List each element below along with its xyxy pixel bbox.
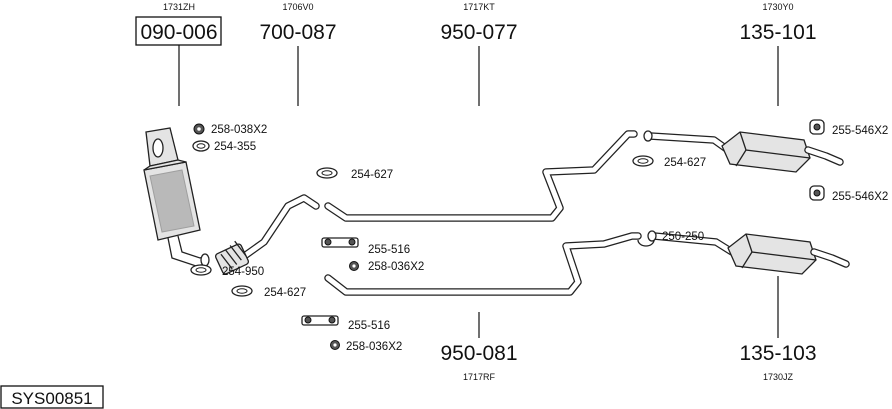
hanger-icon[interactable] <box>809 119 825 135</box>
part-number[interactable]: 135-101 <box>739 21 816 44</box>
highlight-box <box>135 16 222 46</box>
rear-silencer-lower[interactable] <box>647 230 850 275</box>
oe-code: 1730JZ <box>763 372 794 382</box>
clamp-icon[interactable] <box>190 264 212 276</box>
front-pipe[interactable] <box>214 194 320 275</box>
accessory-label[interactable]: 258-036X2 <box>368 261 424 273</box>
nut-icon[interactable] <box>193 123 205 135</box>
part-number[interactable]: 135-103 <box>739 342 816 365</box>
system-code: SYS00851 <box>11 389 92 408</box>
accessory-label[interactable]: 258-036X2 <box>346 341 402 353</box>
catalytic-converter[interactable] <box>143 127 210 267</box>
accessory-label[interactable]: 255-516 <box>348 320 390 332</box>
accessory-label[interactable]: 255-546X2 <box>832 191 888 203</box>
oe-code: 1730Y0 <box>762 2 793 12</box>
accessory-label[interactable]: 254-627 <box>664 157 706 169</box>
hanger-icon[interactable] <box>809 185 825 201</box>
ring-icon[interactable] <box>637 239 655 247</box>
part-number[interactable]: 950-081 <box>440 342 517 365</box>
accessory-label[interactable]: 255-516 <box>368 244 410 256</box>
oe-code: 1706V0 <box>282 2 313 12</box>
accessory-label[interactable]: 254-627 <box>351 169 393 181</box>
bracket-icon[interactable] <box>321 237 359 248</box>
oe-code: 1717RF <box>463 372 496 382</box>
nut-icon[interactable] <box>349 261 359 271</box>
oe-code: 1731ZH <box>163 2 195 12</box>
nut-icon[interactable] <box>330 340 340 350</box>
bracket-icon[interactable] <box>301 315 339 326</box>
part-number[interactable]: 090-006 <box>140 21 217 44</box>
middle-pipe-upper[interactable] <box>324 130 638 222</box>
accessory-label[interactable]: 254-355 <box>214 141 256 153</box>
accessory-label[interactable]: 250-250 <box>662 231 704 243</box>
clamp-icon[interactable] <box>316 167 338 179</box>
part-number[interactable]: 950-077 <box>440 21 517 44</box>
accessory-label[interactable]: 255-546X2 <box>832 125 888 137</box>
accessory-label[interactable]: 258-038X2 <box>211 124 267 136</box>
middle-pipe-lower[interactable] <box>324 232 642 296</box>
accessory-label[interactable]: 254-627 <box>264 287 306 299</box>
accessory-label[interactable]: 254-950 <box>222 266 264 278</box>
oe-code: 1717KT <box>463 2 495 12</box>
clamp-icon[interactable] <box>231 285 253 297</box>
system-code-box <box>0 385 104 409</box>
part-number[interactable]: 700-087 <box>259 21 336 44</box>
clamp-icon[interactable] <box>192 140 210 152</box>
clamp-icon[interactable] <box>632 155 654 167</box>
rear-silencer-upper[interactable] <box>643 130 844 173</box>
